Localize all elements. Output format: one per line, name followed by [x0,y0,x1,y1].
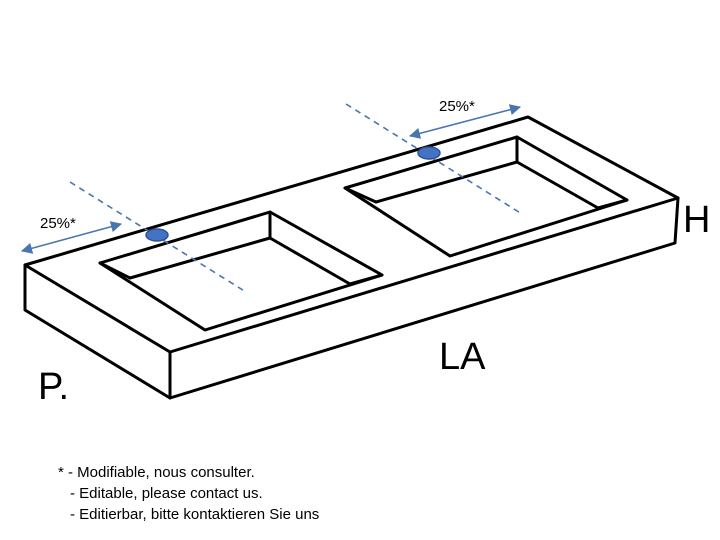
left-offset-arrow [20,221,123,254]
countertop-slab [23,115,680,400]
height-label: H [683,199,710,241]
depth-label: P. [38,366,69,408]
right-tap-hole [417,146,441,160]
footnotes: * - Modifiable, nous consulter. - Editab… [58,462,319,525]
right-offset-label: 25%* [439,98,475,115]
right-offset-arrow [408,104,522,139]
left-basin [98,210,384,332]
left-offset-label: 25%* [40,215,76,232]
left-tap-hole [145,228,169,242]
length-label: LA [439,336,486,378]
note-en: - Editable, please contact us. [70,485,263,502]
right-basin [343,135,629,258]
note-de: - Editierbar, bitte kontaktieren Sie uns [70,506,320,523]
note-fr: * - Modifiable, nous consulter. [58,464,255,481]
